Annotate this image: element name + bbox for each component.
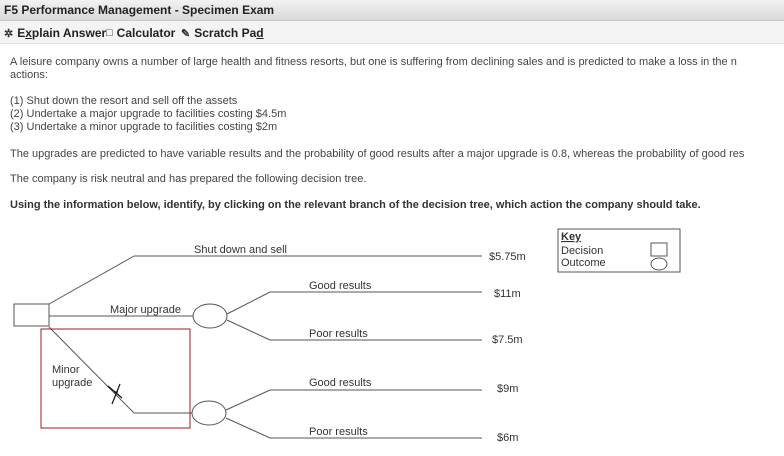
- upgrades-text: The upgrades are predicted to have varia…: [10, 148, 745, 160]
- question-text-line1: A leisure company owns a number of large…: [10, 56, 737, 68]
- major-good-label[interactable]: Good results: [309, 280, 372, 292]
- minor-upgrade-label-line2[interactable]: upgrade: [52, 377, 92, 389]
- instruction-text: Using the information below, identify, b…: [10, 199, 701, 211]
- toolbar: ✲ Explain Answer □ Calculator ✎ Scratch …: [0, 21, 784, 44]
- minor-good-value: $9m: [497, 383, 518, 395]
- shut-down-branch-diagonal[interactable]: [48, 255, 135, 305]
- minor-upgrade-label-line1[interactable]: Minor: [52, 364, 80, 376]
- question-text-line2: actions:: [10, 69, 48, 81]
- explain-answer-label: Explain Answer: [17, 26, 107, 40]
- option-3: (3) Undertake a minor upgrade to facilit…: [10, 121, 278, 133]
- calculator-button[interactable]: □ Calculator: [106, 25, 175, 41]
- shut-down-label[interactable]: Shut down and sell: [194, 244, 287, 256]
- selected-branch-highlight: [40, 328, 191, 429]
- minor-outcome-node: [191, 400, 227, 426]
- major-good-value: $11m: [494, 288, 521, 300]
- major-poor-value: $7.5m: [492, 334, 523, 346]
- key-outcome-label: Outcome: [561, 257, 606, 269]
- title-bar: F5 Performance Management - Specimen Exa…: [0, 0, 784, 21]
- option-2: (2) Undertake a major upgrade to facilit…: [10, 108, 287, 120]
- explain-answer-button[interactable]: ✲ Explain Answer: [4, 25, 106, 41]
- explain-icon: ✲: [4, 27, 14, 40]
- key-decision-symbol: [650, 242, 668, 257]
- major-outcome-node: [192, 303, 228, 329]
- minor-good-branch-diagonal[interactable]: [225, 389, 271, 411]
- major-poor-branch-diagonal[interactable]: [226, 319, 271, 341]
- risk-neutral-text: The company is risk neutral and has prep…: [10, 173, 367, 185]
- cursor-icon: [107, 383, 123, 405]
- scratch-pad-button[interactable]: ✎ Scratch Pad: [181, 25, 264, 41]
- calculator-label: Calculator: [116, 26, 176, 40]
- calculator-icon: □: [106, 27, 113, 39]
- scratch-pad-icon: ✎: [181, 27, 191, 40]
- key-outcome-symbol: [650, 257, 668, 271]
- key-decision-label: Decision: [561, 245, 603, 257]
- minor-poor-value: $6m: [497, 432, 518, 444]
- major-poor-label[interactable]: Poor results: [309, 328, 368, 340]
- window-title: F5 Performance Management - Specimen Exa…: [4, 3, 275, 17]
- major-good-branch-diagonal[interactable]: [226, 291, 271, 315]
- shut-down-value: $5.75m: [489, 251, 526, 263]
- minor-poor-label[interactable]: Poor results: [309, 426, 368, 438]
- minor-good-label[interactable]: Good results: [309, 377, 372, 389]
- minor-poor-branch-diagonal[interactable]: [225, 417, 271, 439]
- decision-node: [13, 303, 50, 327]
- major-upgrade-label[interactable]: Major upgrade: [110, 304, 181, 316]
- scratch-pad-label: Scratch Pad: [194, 26, 264, 40]
- minor-upgrade-branch-diagonal[interactable]: [48, 326, 135, 414]
- option-1: (1) Shut down the resort and sell off th…: [10, 95, 238, 107]
- key-title: Key: [561, 231, 582, 243]
